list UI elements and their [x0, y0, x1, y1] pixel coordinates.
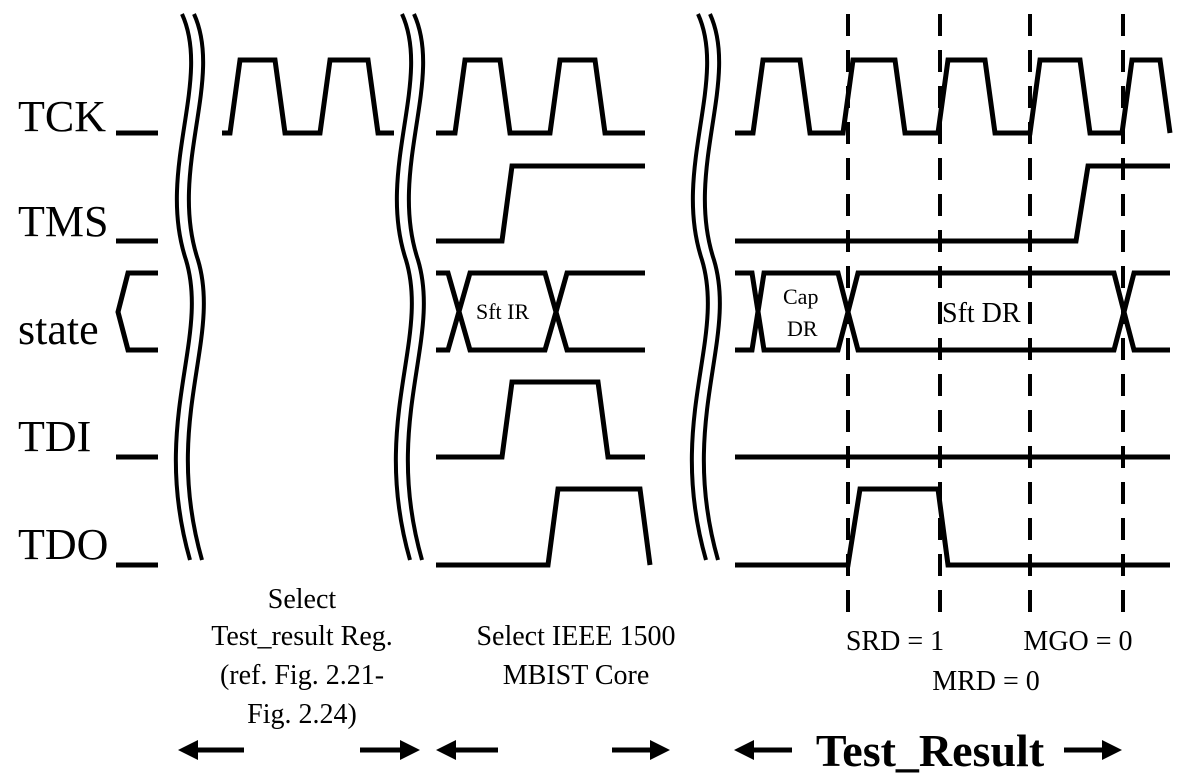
caption-srd: SRD = 1	[846, 626, 944, 657]
state-sft-dr-label: Sft DR	[942, 298, 1021, 329]
state-lower-section3	[735, 270, 1170, 353]
break-bracket-2	[393, 13, 426, 561]
state-upper-section2	[436, 270, 645, 353]
caption-line: MBIST Core	[503, 660, 650, 691]
caption-line: Fig. 2.24)	[247, 699, 357, 730]
tck-waveform-section2	[436, 57, 645, 136]
tdi-waveform-section2	[436, 379, 645, 460]
caption-line: (ref. Fig. 2.21-	[220, 660, 384, 691]
state-cap-dr-label-line1: Cap	[783, 284, 818, 309]
signal-label-tms: TMS	[18, 197, 108, 246]
state-cap-dr-label-line2: DR	[787, 316, 818, 341]
break-bracket-1	[173, 13, 206, 561]
tdo-waveform-section2	[436, 486, 653, 568]
signal-label-tck: TCK	[18, 92, 106, 141]
signal-label-tdo: TDO	[18, 520, 108, 569]
caption-test-result: Test_Result	[816, 725, 1045, 776]
state-stub	[115, 270, 158, 353]
caption-line: Test_result Reg.	[211, 621, 393, 652]
break-bracket-3	[689, 13, 722, 561]
tms-waveform-section3	[735, 163, 1170, 244]
arrow-left-section1	[178, 740, 244, 760]
arrow-right-section2	[612, 740, 670, 760]
tck-waveform-section3	[735, 57, 1173, 136]
caption-select-ieee: Select IEEE 1500 MBIST Core	[476, 621, 675, 691]
tms-waveform-section2	[436, 163, 645, 244]
signal-label-tdi: TDI	[18, 412, 91, 461]
caption-line: Select IEEE 1500	[476, 621, 675, 652]
caption-mrd: MRD = 0	[932, 666, 1040, 697]
arrow-right-section3	[1064, 740, 1122, 760]
state-lower-section2	[436, 270, 645, 353]
arrow-left-section3	[734, 740, 792, 760]
tdo-waveform-section3	[735, 486, 1170, 568]
caption-mgo: MGO = 0	[1023, 626, 1132, 657]
caption-line: Select	[268, 584, 337, 615]
tck-waveform-section1	[222, 57, 394, 136]
signal-label-state: state	[18, 305, 99, 354]
arrow-right-section1	[360, 740, 420, 760]
state-sft-ir-label: Sft IR	[476, 299, 530, 324]
caption-select-test-result: Select Test_result Reg. (ref. Fig. 2.21-…	[211, 584, 393, 730]
arrow-left-section2	[436, 740, 498, 760]
